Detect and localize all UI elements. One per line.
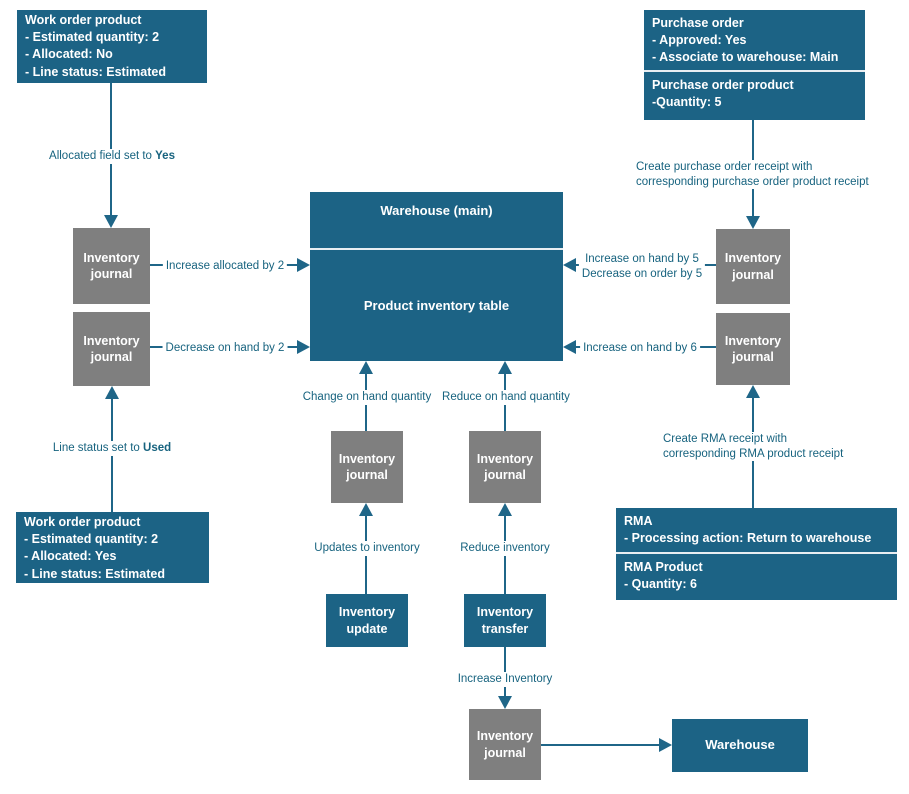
node-label: Inventory journal [724, 251, 782, 282]
label-decrease-on-hand: Decrease on hand by 2 [162, 341, 288, 356]
node-warehouse: Warehouse [672, 719, 808, 772]
node-label: Inventory update [338, 605, 396, 636]
node-line: - Approved: Yes [652, 33, 747, 48]
arrowhead-down-icon [498, 696, 512, 709]
node-line: - Quantity: 6 [624, 577, 697, 592]
connector-wobottom-to-journal-line [111, 399, 113, 512]
node-line: Work order product [25, 13, 142, 27]
node-line: RMA Product [624, 560, 703, 574]
label-allocated-field-set: Allocated field set to Yes [46, 149, 178, 164]
label-text: Line status set to [52, 442, 144, 454]
node-work-order-product-bottom: Work order product - Estimated quantity:… [16, 512, 209, 583]
node-work-order-product-top: Work order product - Estimated quantity:… [17, 10, 207, 83]
node-purchase-order: Purchase order - Approved: Yes - Associa… [644, 10, 865, 70]
node-line: - Line status: Estimated [25, 64, 166, 79]
node-line: Purchase order product [652, 78, 794, 92]
arrowhead-down-icon [104, 215, 118, 228]
arrowhead-right-icon [659, 738, 672, 752]
arrowhead-up-icon [746, 385, 760, 398]
node-line: - Estimated quantity: 2 [25, 30, 160, 45]
connector-transfer-to-bottomjournal-line [504, 647, 506, 696]
node-label: Inventory transfer [476, 605, 534, 636]
label-increase-allocated: Increase allocated by 2 [162, 259, 288, 274]
node-label: Inventory journal [83, 250, 140, 281]
label-increase-onhand5: Increase on hand by 5 Decrease on order … [578, 252, 706, 281]
node-label: Inventory journal [338, 451, 396, 482]
arrowhead-up-icon [498, 361, 512, 374]
label-updates-to-inventory: Updates to inventory [311, 541, 423, 556]
arrowhead-left-icon [563, 340, 576, 354]
node-inventory-journal-left-2: Inventory journal [73, 312, 150, 386]
arrowhead-right-icon [297, 258, 310, 272]
warehouse-main-title: Warehouse (main) [380, 203, 493, 218]
label-rma-receipt: Create RMA receipt with corresponding RM… [660, 432, 847, 461]
node-inventory-update: Inventory update [326, 594, 408, 647]
label-text: Allocated field set to [49, 150, 156, 162]
node-line: - Line status: Estimated [24, 566, 165, 581]
label-line-status-set: Line status set to Used [49, 441, 175, 456]
arrowhead-up-icon [359, 503, 373, 516]
label-reduce-on-hand: Reduce on hand quantity [439, 390, 573, 405]
node-label: Warehouse [705, 737, 775, 753]
label-increase-inventory: Increase Inventory [454, 672, 556, 687]
label-line: Create RMA receipt with [663, 433, 787, 445]
node-label: Inventory journal [724, 333, 782, 364]
label-increase-onhand6: Increase on hand by 6 [580, 341, 700, 356]
label-text-bold: Yes [155, 150, 175, 162]
arrowhead-left-icon [563, 258, 576, 272]
label-change-on-hand: Change on hand quantity [299, 390, 435, 405]
label-line: Increase on hand by 5 [585, 253, 699, 265]
node-line: - Associate to warehouse: Main [652, 50, 839, 65]
label-line: Create purchase order receipt with [636, 161, 813, 173]
node-inventory-journal-right-2: Inventory journal [716, 313, 790, 385]
node-inventory-journal-bottom: Inventory journal [469, 709, 541, 780]
section-divider [310, 248, 563, 250]
connector-journal-to-warehouse-line [541, 744, 659, 746]
node-label: Inventory journal [476, 729, 534, 760]
node-inventory-journal-right-1: Inventory journal [716, 229, 790, 304]
node-line: -Quantity: 5 [652, 95, 722, 110]
node-rma-group: RMA - Processing action: Return to wareh… [616, 508, 897, 600]
node-label: Inventory journal [83, 333, 140, 364]
node-inventory-journal-center-2: Inventory journal [469, 431, 541, 503]
node-product-inventory-table: Product inventory table [363, 298, 510, 313]
node-line: - Allocated: No [25, 47, 113, 62]
arrowhead-up-icon [359, 361, 373, 374]
node-rma: RMA - Processing action: Return to wareh… [616, 508, 897, 552]
node-line: - Estimated quantity: 2 [24, 532, 159, 547]
label-text-bold: Used [143, 442, 172, 454]
label-line: Decrease on order by 5 [581, 267, 703, 280]
node-inventory-journal-left-1: Inventory journal [73, 228, 150, 304]
node-warehouse-main: Warehouse (main) Product inventory table [310, 192, 563, 361]
arrowhead-up-icon [105, 386, 119, 399]
node-rma-product: RMA Product - Quantity: 6 [616, 554, 897, 598]
node-line: Purchase order [652, 16, 744, 30]
section-divider [644, 70, 865, 72]
node-label: Inventory journal [476, 451, 534, 482]
node-line: RMA [624, 514, 653, 528]
arrowhead-down-icon [746, 216, 760, 229]
arrowhead-up-icon [498, 503, 512, 516]
label-po-receipt: Create purchase order receipt with corre… [633, 160, 872, 189]
section-divider [616, 552, 897, 554]
label-line: corresponding RMA product receipt [663, 447, 844, 460]
node-line: - Allocated: Yes [24, 549, 117, 564]
node-line: - Processing action: Return to warehouse [624, 531, 872, 546]
node-purchase-order-group: Purchase order - Approved: Yes - Associa… [644, 10, 865, 120]
node-purchase-order-product: Purchase order product -Quantity: 5 [644, 72, 865, 120]
node-line: Work order product [24, 515, 141, 529]
node-inventory-journal-center-1: Inventory journal [331, 431, 403, 503]
label-line: corresponding purchase order product rec… [636, 175, 869, 188]
label-reduce-inventory: Reduce inventory [457, 541, 553, 556]
node-inventory-transfer: Inventory transfer [464, 594, 546, 647]
arrowhead-right-icon [297, 340, 310, 354]
